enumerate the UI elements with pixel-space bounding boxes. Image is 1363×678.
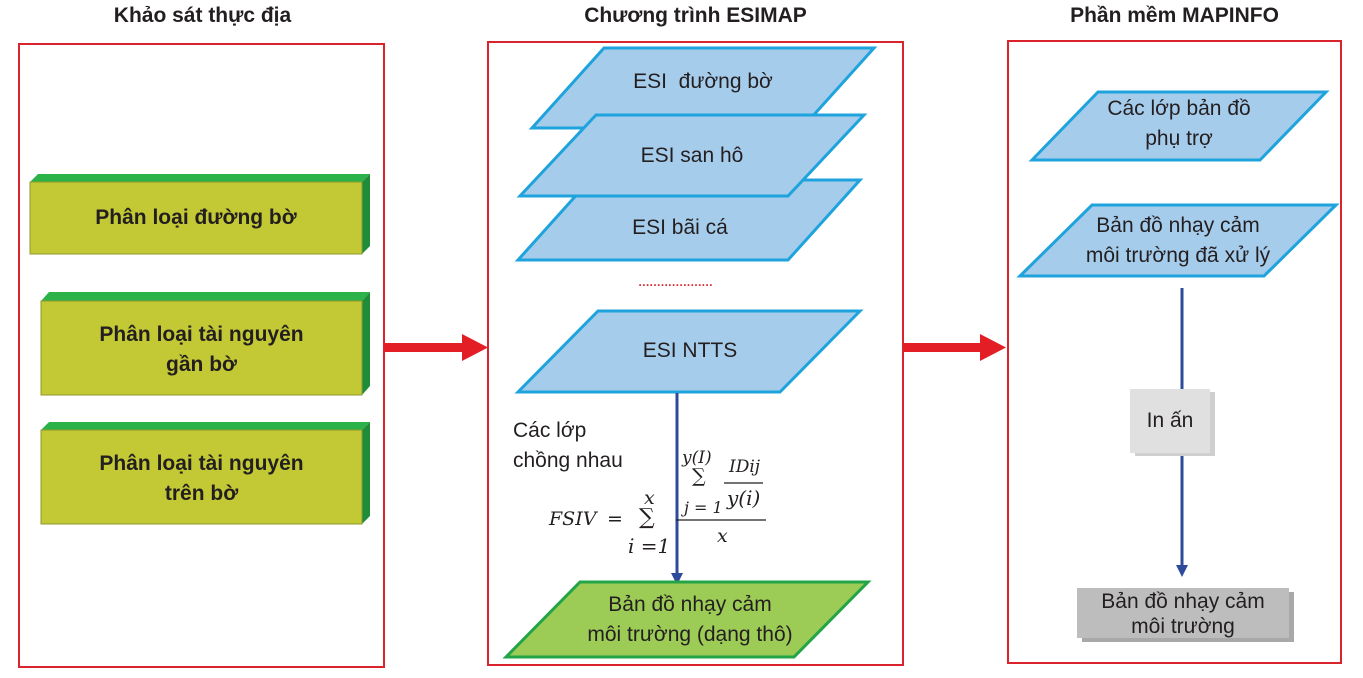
- formula-outer-lower: i =1: [628, 534, 671, 558]
- formula-inner-lower: j = 1: [684, 498, 723, 517]
- survey-label-shoreline-text: Phân loại đường bờ: [95, 206, 297, 229]
- esi-layer-coral: [516, 113, 868, 198]
- esi-fish-label: ESI bãi cá: [632, 216, 728, 239]
- formula-denominator: x: [717, 525, 728, 547]
- survey-label-nearshore: Phân loại tài nguyên gần bờ: [41, 320, 362, 380]
- processed-map-label: Bản đồ nhạy cảm môi trường đã xử lý: [1068, 211, 1288, 271]
- final-map-line2: môi trường: [1131, 615, 1235, 638]
- right-column-title: Phần mềm MAPINFO: [1070, 4, 1279, 27]
- overlay-label-line2: chồng nhau: [513, 449, 623, 472]
- arrow-esimap-to-mapinfo: [903, 334, 1006, 361]
- raw-output-label: Bản đồ nhạy cảm môi trường (dạng thô): [540, 590, 840, 650]
- survey-label-nearshore-line2: gần bờ: [166, 353, 237, 376]
- formula-equals: =: [607, 508, 623, 530]
- mapinfo-frame: [1007, 40, 1342, 664]
- survey-box-nearshore: [40, 292, 370, 396]
- aux-layers-line2: phụ trợ: [1145, 127, 1213, 150]
- overlay-label: Các lớp chồng nhau: [513, 416, 623, 476]
- formula-outer-sigma: ∑: [639, 505, 655, 530]
- arrow-survey-to-esimap: [384, 334, 488, 361]
- final-map-box: [1077, 588, 1294, 642]
- raw-output-layer: [502, 580, 872, 659]
- left-column-title: Khảo sát thực địa: [113, 4, 292, 27]
- survey-label-nearshore-line1: Phân loại tài nguyên: [99, 323, 304, 346]
- esi-layer-fish: [514, 178, 864, 262]
- overlay-label-line1: Các lớp: [513, 419, 587, 442]
- survey-label-onshore-line1: Phân loại tài nguyên: [99, 452, 304, 475]
- formula-inner-upper: y(I): [682, 448, 712, 468]
- processed-map-line2: môi trường đã xử lý: [1085, 244, 1271, 267]
- survey-box-shoreline: [29, 174, 370, 255]
- survey-label-onshore-line2: trên bờ: [164, 482, 239, 505]
- final-map-line1: Bản đồ nhạy cảm: [1101, 590, 1265, 613]
- layers-ellipsis: ....................: [637, 271, 713, 290]
- formula-lhs: FSIV: [549, 508, 597, 530]
- survey-label-shoreline: Phân loại đường bờ: [30, 203, 362, 233]
- aux-layers-layer: [1028, 90, 1330, 162]
- esi-ntts-label: ESI NTTS: [642, 339, 738, 362]
- raw-output-line2: môi trường (dạng thô): [587, 623, 793, 646]
- formula-outer-upper: x: [644, 487, 655, 509]
- final-map-label: Bản đồ nhạy cảm môi trường: [1077, 589, 1289, 639]
- middle-column-title: Chương trình ESIMAP: [584, 4, 807, 27]
- processed-map-line1: Bản đồ nhạy cảm: [1096, 214, 1260, 237]
- survey-frame: [18, 43, 385, 668]
- esi-coral-label: ESI san hô: [640, 144, 744, 167]
- formula-inner-sigma: ∑: [692, 465, 706, 487]
- raw-output-line1: Bản đồ nhạy cảm: [608, 593, 772, 616]
- aux-layers-label: Các lớp bản đồ phụ trợ: [1079, 94, 1279, 154]
- aux-layers-line1: Các lớp bản đồ: [1107, 97, 1251, 120]
- formula-inner-numerator: IDij: [729, 457, 761, 477]
- print-box: [1130, 389, 1215, 456]
- esimap-frame: [487, 41, 904, 666]
- print-label: In ấn: [1146, 409, 1194, 432]
- esi-ntts-layer: [514, 309, 864, 394]
- formula-inner-denominator: y(i): [727, 486, 761, 510]
- esi-shoreline-label: ESI đường bờ: [633, 70, 773, 93]
- survey-box-onshore: [40, 422, 370, 525]
- survey-label-onshore: Phân loại tài nguyên trên bờ: [41, 449, 362, 509]
- processed-map-layer: [1016, 203, 1340, 278]
